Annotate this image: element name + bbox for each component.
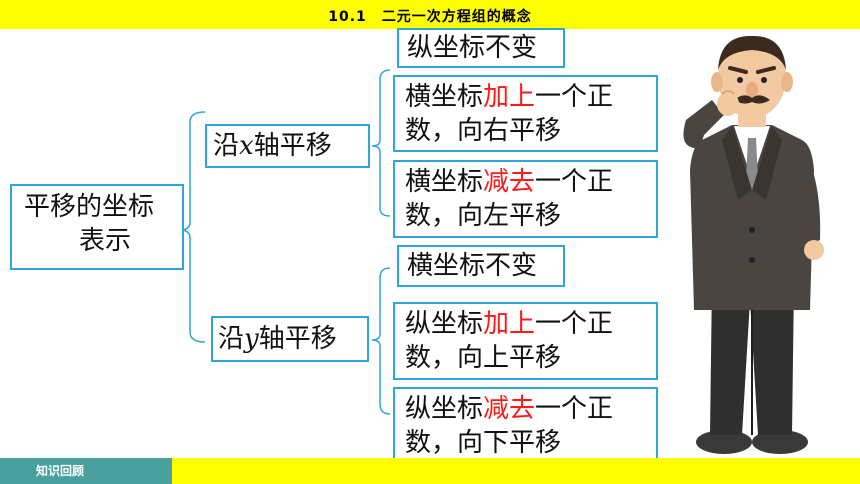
y-item-2-red: 加上 bbox=[483, 309, 536, 339]
x-item-3-red: 减去 bbox=[483, 167, 536, 197]
header-bar: 10.1 二元一次方程组的概念 bbox=[0, 0, 860, 29]
x-item-2-pre: 横坐标 bbox=[405, 82, 484, 112]
y-item-2-pre: 纵坐标 bbox=[405, 309, 484, 339]
x-item-3-line2: 数，向左平移 bbox=[405, 201, 562, 231]
y-item-3: 纵坐标减去一个正 数，向下平移 bbox=[393, 387, 658, 465]
root-box: 平移的坐标 表示 bbox=[10, 184, 184, 270]
y-item-3-line2: 数，向下平移 bbox=[405, 428, 562, 458]
x-item-1-text: 纵坐标不变 bbox=[407, 33, 538, 63]
x-item-3-post: 一个正 bbox=[535, 167, 614, 197]
x-label-var: x bbox=[239, 131, 254, 161]
y-item-3-pre: 纵坐标 bbox=[405, 394, 484, 424]
y-label-post: 轴平移 bbox=[258, 324, 337, 354]
x-item-3: 横坐标减去一个正 数，向左平移 bbox=[393, 160, 658, 238]
x-item-3-pre: 横坐标 bbox=[405, 167, 484, 197]
y-branch-box: 沿y轴平移 bbox=[211, 316, 369, 362]
cartoon-man-illustration bbox=[683, 35, 824, 454]
x-branch-box: 沿x轴平移 bbox=[205, 124, 370, 168]
page-title: 10.1 二元一次方程组的概念 bbox=[328, 9, 532, 25]
x-brace bbox=[371, 69, 391, 217]
y-item-3-line1: 纵坐标减去一个正 bbox=[405, 392, 656, 426]
x-item-2-line1: 横坐标加上一个正 bbox=[405, 80, 656, 114]
x-item-3-line1: 横坐标减去一个正 bbox=[405, 165, 656, 199]
y-item-2-post: 一个正 bbox=[535, 309, 614, 339]
x-item-2-post: 一个正 bbox=[535, 82, 614, 112]
x-item-2-red: 加上 bbox=[483, 82, 536, 112]
y-label-pre: 沿 bbox=[218, 324, 245, 354]
y-item-3-post: 一个正 bbox=[535, 394, 614, 424]
y-item-2: 纵坐标加上一个正 数，向上平移 bbox=[393, 302, 658, 380]
root-line2: 表示 bbox=[79, 226, 132, 256]
footer-bar: 知识回顾 bbox=[0, 458, 860, 484]
y-brace bbox=[371, 267, 391, 415]
root-line1: 平移的坐标 bbox=[24, 192, 155, 222]
y-item-3-red: 减去 bbox=[483, 394, 536, 424]
y-label-var: y bbox=[244, 324, 259, 354]
y-item-1: 横坐标不变 bbox=[397, 245, 565, 287]
y-item-1-text: 横坐标不变 bbox=[407, 251, 538, 281]
y-item-2-line1: 纵坐标加上一个正 bbox=[405, 307, 656, 341]
x-label-pre: 沿 bbox=[213, 131, 240, 161]
x-item-1: 纵坐标不变 bbox=[397, 28, 565, 68]
x-label-post: 轴平移 bbox=[253, 131, 332, 161]
section-tag: 知识回顾 bbox=[0, 458, 172, 484]
x-item-2-line2: 数，向右平移 bbox=[405, 116, 562, 146]
x-item-2: 横坐标加上一个正 数，向右平移 bbox=[393, 75, 658, 152]
y-item-2-line2: 数，向上平移 bbox=[405, 343, 562, 373]
